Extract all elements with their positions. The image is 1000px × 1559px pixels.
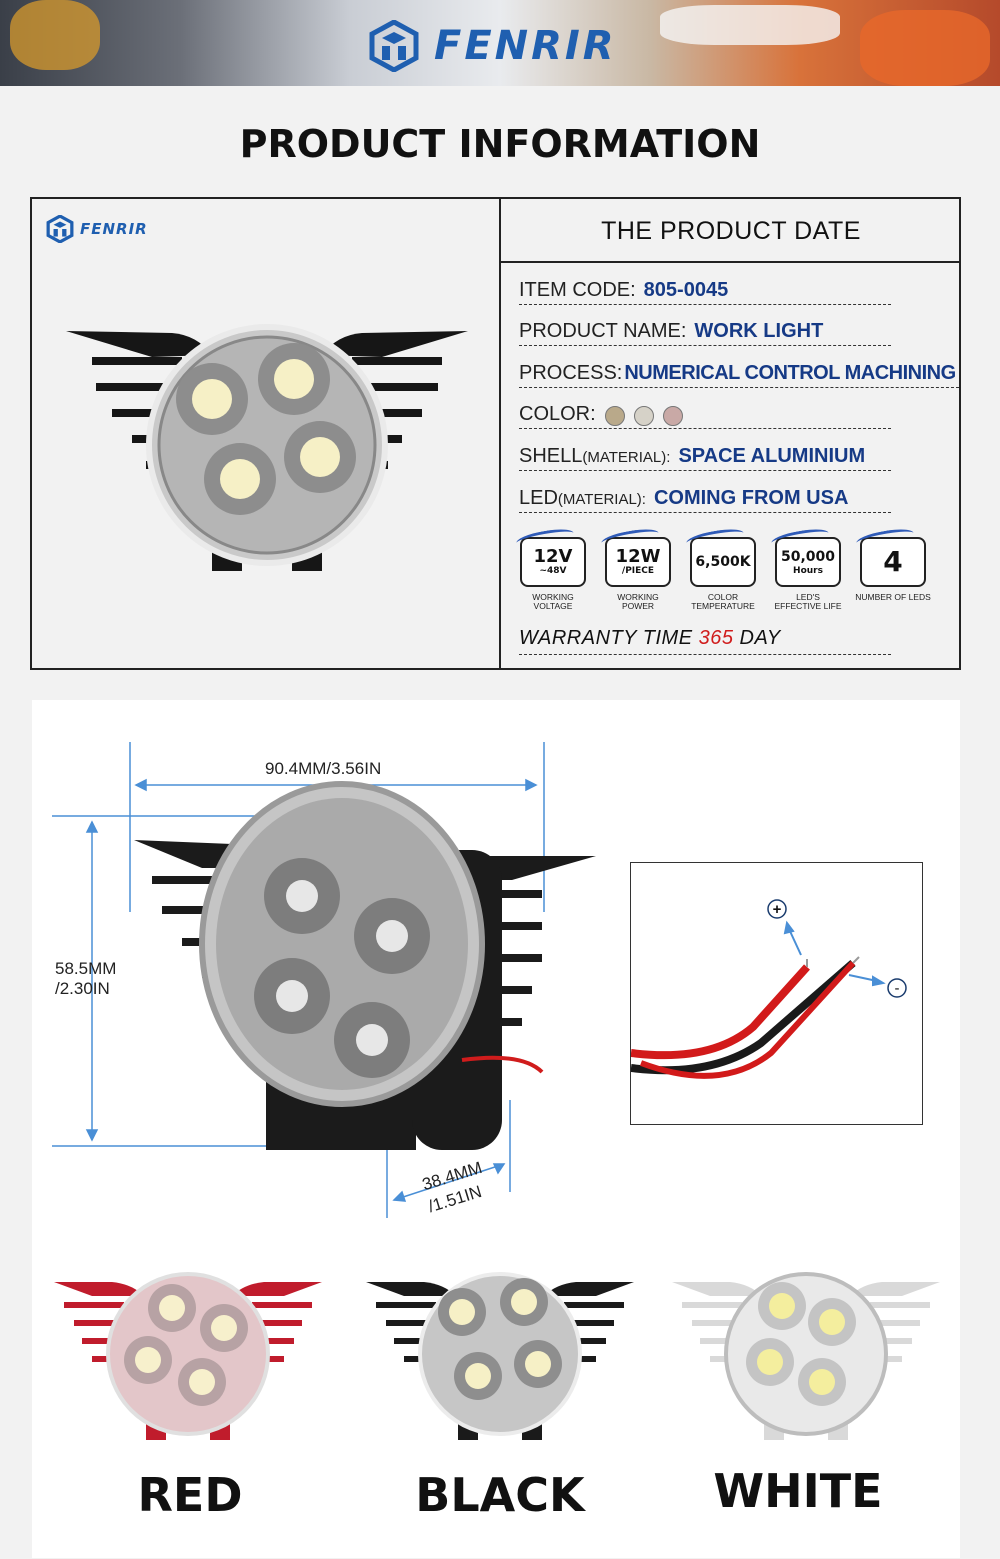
badge-value: 12V (533, 545, 573, 567)
warranty-prefix: WARRANTY TIME (519, 627, 699, 649)
badge-sub: Hours (793, 565, 823, 576)
fenrir-logo-icon (369, 20, 419, 72)
banner-photo-left (10, 0, 100, 70)
spec-row-led: LED(MATERIAL): COMING FROM USA (519, 483, 891, 513)
badge-caption: WORKING (617, 592, 659, 602)
variant-label-white: WHITE (713, 1464, 883, 1518)
spec-value: SPACE ALUMINIUM (678, 445, 866, 467)
wire-image: + - (630, 899, 907, 1079)
spec-label: ITEM CODE: (519, 279, 636, 301)
badge-sub: /PIECE (621, 565, 655, 576)
page-title: PRODUCT INFORMATION (239, 122, 761, 166)
spec-value: 805-0045 (643, 279, 729, 301)
minus-icon (887, 978, 907, 998)
wire-detail-inset: + - (630, 862, 923, 1125)
minus-symbol: - (895, 980, 900, 997)
badge-caption: POWER (621, 601, 655, 611)
plus-symbol: + (773, 901, 782, 918)
badge-box: 6,500K (685, 526, 756, 587)
badge-sub: ~48V (539, 565, 567, 576)
badge-caption: TEMPERATURE (691, 601, 755, 611)
badge-caption: EFFECTIVE LIFE (774, 601, 842, 611)
badge-value: 4 (883, 545, 903, 578)
spec-label-main: LED (519, 487, 558, 509)
warranty-line: WARRANTY TIME 365 DAY (519, 627, 891, 655)
spec-value: COMING FROM USA (653, 487, 849, 509)
badge-caption: LED'S (796, 592, 820, 602)
product-image (66, 324, 468, 571)
spec-row-shell: SHELL(MATERIAL): SPACE ALUMINIUM (519, 441, 891, 471)
variant-red-light (54, 1272, 322, 1440)
width-dimension-label: 90.4MM/3.56IN (265, 759, 382, 778)
spec-label-main: SHELL (519, 445, 583, 467)
fenrir-logo-icon (46, 215, 74, 243)
variant-label-red: RED (137, 1468, 243, 1522)
spec-label: SHELL(MATERIAL): (519, 445, 670, 468)
spec-row-color: COLOR: (519, 399, 891, 429)
color-swatch-silver (633, 406, 654, 426)
plus-icon (767, 899, 787, 919)
color-swatch-red (662, 406, 683, 426)
spec-value: WORK LIGHT (694, 320, 824, 342)
variant-black-light (366, 1272, 634, 1440)
swoosh-icon (770, 526, 830, 550)
spec-badges: 12V ~48V WORKING VOLTAGE 12W /PIECE WORK… (515, 526, 931, 611)
color-variants-row (54, 1272, 940, 1440)
spec-label-sub: (MATERIAL): (557, 491, 646, 508)
spec-panel: THE PRODUCT DATE ITEM CODE: 805-0045 PRO… (501, 199, 961, 668)
spec-row-item-code: ITEM CODE: 805-0045 (519, 275, 891, 305)
badge-value: 12W (615, 545, 661, 567)
warranty-suffix: DAY (733, 627, 781, 649)
swoosh-icon (685, 526, 745, 550)
spec-row-process: PROCESS: NUMERICAL CONTROL MACHINING (519, 358, 959, 388)
product-photo-panel: FENRIR (32, 199, 501, 668)
brand-logo: FENRIR (368, 20, 617, 72)
spec-label-sub: (MATERIAL): (582, 449, 671, 466)
badge-led-count: 4 NUMBER OF LEDS (855, 526, 931, 611)
variant-white-light (672, 1272, 940, 1440)
badge-led-life: 50,000 Hours LED'S EFFECTIVE LIFE (770, 526, 842, 611)
dimension-drawing (52, 742, 596, 1218)
badge-box: 50,000 Hours (770, 526, 841, 587)
height-dimension-label-2: /2.30IN (55, 979, 110, 998)
product-info-panel: FENRIR (30, 197, 961, 670)
badge-value: 50,000 (780, 548, 836, 565)
badge-caption: NUMBER OF LEDS (855, 592, 931, 602)
badge-power: 12W /PIECE WORKING POWER (600, 526, 672, 611)
spec-header: THE PRODUCT DATE (501, 199, 961, 263)
badge-caption: COLOR (707, 592, 739, 602)
brand-name: FENRIR (434, 23, 617, 69)
spec-label: COLOR: (519, 403, 596, 425)
badge-box: 12W /PIECE (600, 526, 671, 587)
spec-label: PRODUCT NAME: (519, 320, 687, 342)
badge-caption: VOLTAGE (533, 601, 573, 611)
height-dimension-label-1: 58.5MM (55, 959, 117, 978)
spec-label: LED(MATERIAL): (519, 487, 646, 510)
badge-box: 12V ~48V (515, 526, 586, 587)
dimensions-panel: 90.4MM/3.56IN 58.5MM /2.30IN 38.4MM /1.5… (32, 700, 960, 1558)
variant-label-black: BLACK (415, 1468, 585, 1522)
badge-caption: WORKING (532, 592, 574, 602)
spec-label: PROCESS: (519, 362, 623, 384)
brand-name: FENRIR (80, 220, 148, 238)
badge-value: 6,500K (695, 554, 751, 570)
small-brand-logo: FENRIR (46, 215, 148, 243)
spec-value: NUMERICAL CONTROL MACHINING (624, 362, 956, 384)
color-swatch-gold (604, 406, 625, 426)
warranty-days: 365 (698, 627, 734, 649)
badge-color-temperature: 6,500K COLOR TEMPERATURE (685, 526, 757, 611)
banner-photo-right (860, 10, 990, 86)
badge-box: 4 (855, 526, 926, 587)
header-banner: FENRIR (0, 0, 1000, 86)
banner-photo-middle (660, 5, 840, 45)
badge-voltage: 12V ~48V WORKING VOLTAGE (515, 526, 587, 611)
spec-row-product-name: PRODUCT NAME: WORK LIGHT (519, 316, 891, 346)
